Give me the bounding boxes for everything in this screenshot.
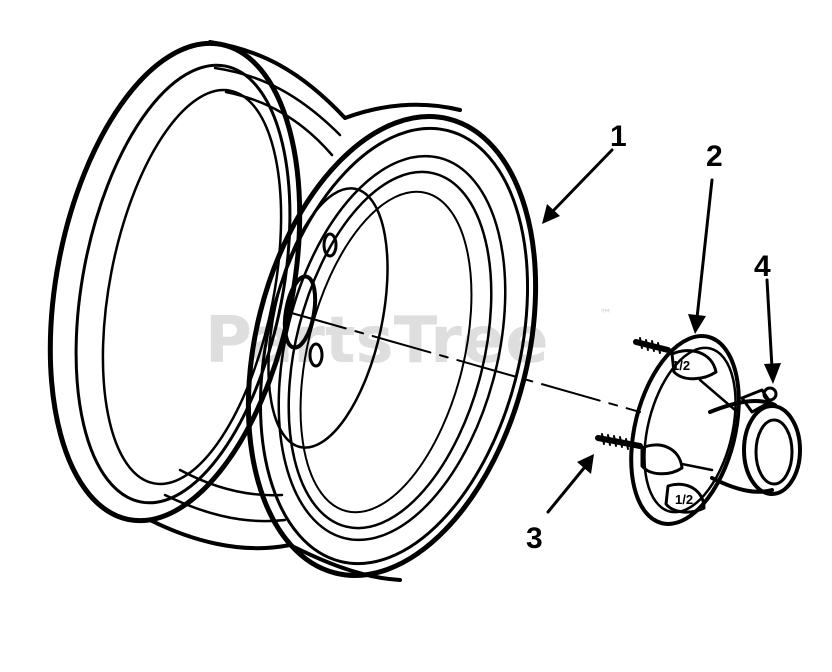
leader-1 <box>550 148 614 214</box>
rim-bolt-hole-top <box>322 232 338 258</box>
rim-back-bead <box>101 88 283 486</box>
hub-lug-bottom <box>640 443 684 476</box>
stud-bottom <box>595 435 643 449</box>
callout-1[interactable]: 1 <box>610 120 627 153</box>
grease-fitting-body <box>740 388 772 414</box>
rim-barrel-top <box>208 40 462 120</box>
leader-2-arrowhead <box>688 314 706 334</box>
callout-4[interactable]: 4 <box>754 250 771 283</box>
rim-barrel-top-3 <box>224 90 334 157</box>
rim-center-disc <box>267 187 389 449</box>
leader-4-arrowhead <box>764 363 781 384</box>
hub-bore-inner <box>754 418 794 486</box>
grease-fitting[interactable] <box>740 386 778 414</box>
rim-back-flange-outer <box>47 40 303 524</box>
rim-front-flange-inner <box>258 126 530 566</box>
hub-lug-lower <box>664 482 706 514</box>
grease-fitting-tip <box>762 386 778 402</box>
wheel-studs[interactable] <box>595 337 671 450</box>
wheel-rim[interactable] <box>13 22 581 606</box>
hub-rib-1 <box>698 378 737 412</box>
hub-size-label-a: 1/2 <box>672 358 690 373</box>
hub-lug-top <box>670 349 718 381</box>
rim-barrel-bottom-2 <box>163 493 287 523</box>
leader-3 <box>546 466 586 514</box>
leader-1-arrowhead <box>542 204 560 224</box>
hub-size-label-b: 1/2 <box>675 492 693 507</box>
leader-2 <box>695 178 714 320</box>
callout-2[interactable]: 2 <box>706 140 723 173</box>
rim-bolt-hole-bottom <box>308 342 324 368</box>
watermark-trademark: ™ <box>600 307 612 321</box>
callout-numbers: 1 2 3 4 <box>526 120 771 555</box>
rim-barrel-top-2 <box>213 66 342 137</box>
rim-center-hole <box>282 274 318 350</box>
rim-back-flange-inner <box>74 63 292 505</box>
rim-barrel-bottom-3 <box>178 468 284 497</box>
center-axis-line <box>287 311 641 413</box>
callout-leaders <box>542 148 781 514</box>
hub-flange-outer <box>629 334 741 526</box>
stud-bottom-thread <box>601 433 629 450</box>
hub-bore-outer <box>742 404 802 496</box>
stud-top-thread <box>639 337 661 354</box>
wheel-hub[interactable]: 1/2 1/2 <box>613 325 802 535</box>
callout-3[interactable]: 3 <box>526 522 543 555</box>
leader-3-arrowhead <box>577 454 594 474</box>
rim-front-bead-2 <box>287 170 493 530</box>
hub-rib-2 <box>680 462 714 472</box>
leader-4 <box>765 278 774 370</box>
hub-flange-inner <box>643 346 737 514</box>
rim-front-bead-1 <box>277 154 507 542</box>
